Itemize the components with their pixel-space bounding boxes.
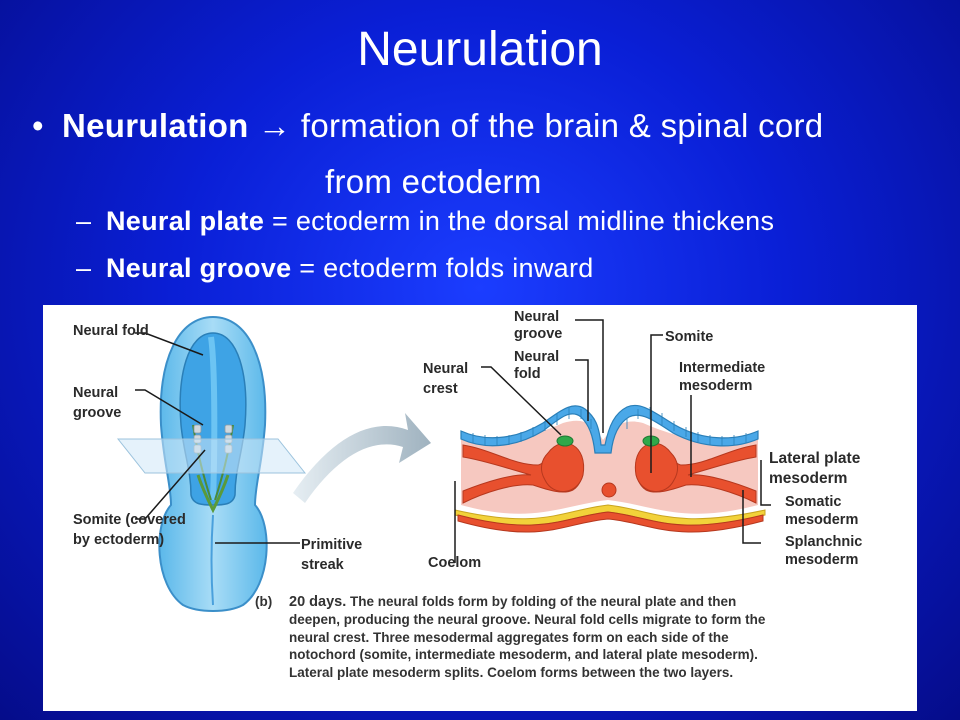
bullet-definition-2: from ectoderm (325, 163, 542, 200)
caption-tag: (b) (255, 594, 273, 609)
embryo-dorsal-view (116, 315, 307, 612)
label-neural-fold-left: Neural fold (73, 323, 149, 339)
label-coelom: Coelom (428, 555, 482, 571)
subbullet-definition: = ectoderm folds inward (299, 253, 594, 283)
subbullet-neural-groove: –Neural groove = ectoderm folds inward (76, 253, 594, 284)
slide-title: Neurulation (357, 23, 603, 76)
label-somite-right: Somite (665, 329, 714, 345)
label-somatic-mesoderm: Somatic mesoderm (785, 494, 859, 528)
label-lateral-plate-mesoderm: Lateral plate mesoderm (769, 450, 861, 487)
label-neural-fold-right: Neural fold (514, 349, 560, 382)
neurulation-diagram (116, 315, 771, 612)
subbullet-term: Neural plate (106, 206, 265, 236)
arrow-icon: → (258, 107, 292, 144)
label-neural-crest: Neural crest (423, 361, 469, 397)
figure-caption: (b) 20 days. The neural folds form by fo… (255, 593, 775, 681)
label-splanchnic-mesoderm: Splanchnic mesoderm (785, 534, 863, 568)
label-somite-left: Somite (covered by ectoderm) (73, 512, 186, 548)
label-primitive-streak: Primitive streak (301, 537, 363, 573)
label-intermediate-mesoderm: Intermediate mesoderm (679, 360, 766, 394)
figure-panel: Neural fold Neural groove Somite (covere… (43, 305, 917, 711)
bullet-dot: • (32, 107, 44, 144)
transition-arrow-icon (293, 413, 431, 503)
label-neural-groove-left: Neural groove (73, 385, 122, 421)
dash-icon: – (76, 206, 92, 236)
subbullet-neural-plate: –Neural plate = ectoderm in the dorsal m… (76, 206, 774, 237)
dash-icon: – (76, 253, 92, 283)
bullet-definition-1: formation of the brain & spinal cord (300, 107, 824, 144)
bullet-term: Neurulation (62, 107, 249, 144)
embryo-cross-section (454, 404, 766, 533)
subbullet-definition: = ectoderm in the dorsal midline thicken… (271, 206, 775, 236)
caption-text: The neural folds form by folding of the … (289, 594, 766, 680)
subbullet-term: Neural groove (106, 253, 292, 283)
caption-lead: 20 days. (289, 594, 347, 610)
label-neural-groove-right: Neural groove (514, 309, 563, 342)
leader-lines (135, 319, 771, 563)
main-bullet: • Neurulation → formation of the brain & … (32, 98, 823, 210)
